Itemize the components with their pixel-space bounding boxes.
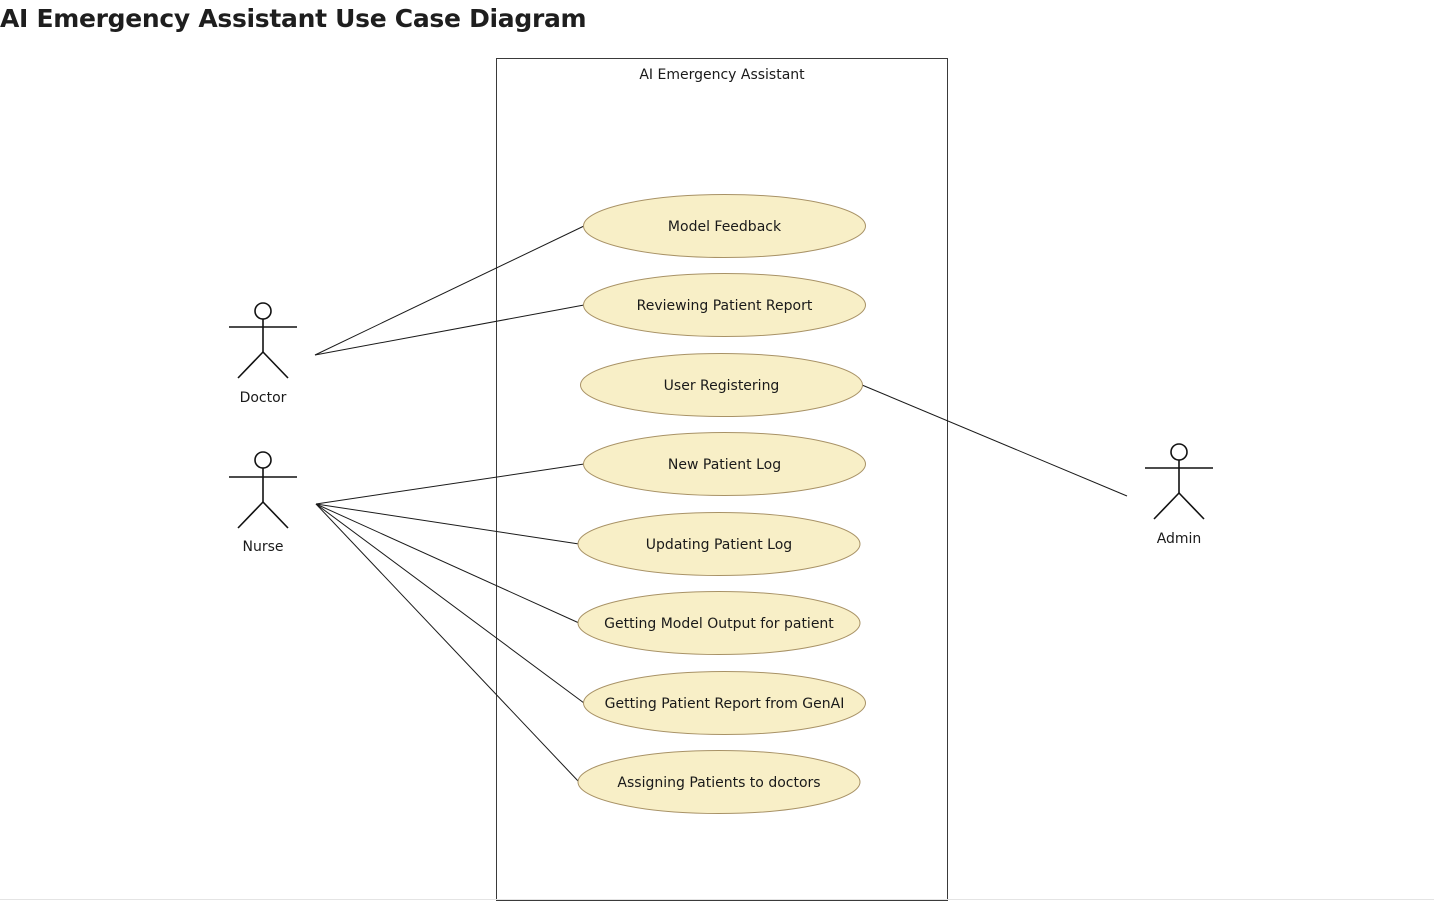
stick-figure-icon [229,302,297,379]
actor-label: Doctor [240,390,287,406]
use-case-reviewing-patient-report[interactable]: Reviewing Patient Report [583,273,866,337]
use-case-label: User Registering [664,378,780,394]
use-case-assigning-patients[interactable]: Assigning Patients to doctors [577,750,861,814]
actor-admin[interactable]: Admin [1145,443,1213,547]
use-case-label: Getting Patient Report from GenAI [605,696,845,712]
use-case-getting-model-output[interactable]: Getting Model Output for patient [577,591,861,655]
use-case-updating-patient-log[interactable]: Updating Patient Log [577,512,861,576]
association-nurse-assigning-patients[interactable] [315,503,580,783]
association-nurse-getting-model-output[interactable] [315,503,580,624]
association-admin-user-registering[interactable] [861,384,1128,497]
use-case-getting-patient-report[interactable]: Getting Patient Report from GenAI [583,671,866,735]
use-case-label: Updating Patient Log [646,537,792,553]
system-boundary-label: AI Emergency Assistant [639,67,805,83]
actor-doctor[interactable]: Doctor [229,302,297,406]
use-case-new-patient-log[interactable]: New Patient Log [583,432,866,496]
association-nurse-getting-patient-report[interactable] [315,503,585,704]
use-case-label: Reviewing Patient Report [637,298,813,314]
use-case-label: Getting Model Output for patient [604,616,834,632]
actor-label: Nurse [242,539,283,555]
stick-figure-icon [1145,443,1213,520]
use-case-model-feedback[interactable]: Model Feedback [583,194,866,258]
association-doctor-model-feedback[interactable] [314,225,585,356]
stick-figure-icon [229,451,297,529]
use-case-user-registering[interactable]: User Registering [580,353,863,417]
bottom-divider [0,899,1434,900]
use-case-label: New Patient Log [668,457,781,473]
actor-nurse[interactable]: Nurse [229,451,297,555]
association-nurse-new-patient-log[interactable] [315,463,585,505]
association-doctor-reviewing-patient-report[interactable] [314,304,585,356]
page-title: AI Emergency Assistant Use Case Diagram [0,4,587,33]
use-case-label: Assigning Patients to doctors [617,775,820,791]
actor-label: Admin [1157,531,1202,547]
association-nurse-updating-patient-log[interactable] [315,503,580,545]
associations [314,225,1128,783]
use-case-label: Model Feedback [668,219,782,235]
